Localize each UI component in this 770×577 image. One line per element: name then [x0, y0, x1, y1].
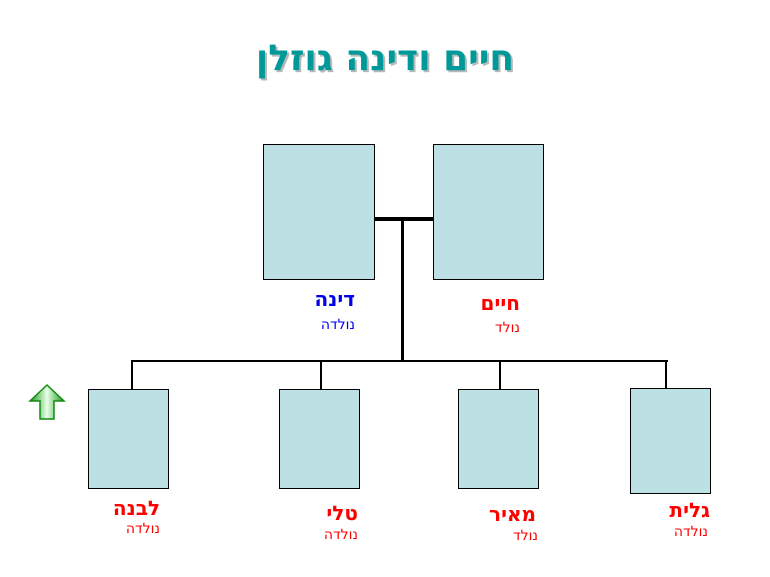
child-drop-galit	[665, 360, 667, 389]
photo-box-chaim	[433, 144, 544, 280]
photo-box-tali	[279, 389, 360, 489]
parent-name-chaim: חיים	[480, 291, 520, 315]
arrow-up-icon[interactable]	[28, 383, 66, 421]
photo-box-dina	[263, 144, 375, 280]
child-name-galit: גלית	[669, 498, 710, 522]
child-status-meir: נולד	[512, 528, 538, 544]
child-status-livna: נולדה	[125, 521, 160, 537]
page-title: חיים ודינה גוזלן	[255, 38, 515, 79]
photo-box-meir	[458, 389, 539, 489]
marriage-line	[375, 217, 433, 221]
child-status-galit: נולדה	[673, 524, 708, 540]
parent-status-dina: נולדה	[320, 317, 355, 333]
parent-name-dina: דינה	[314, 287, 355, 311]
parent-status-chaim: נולד	[494, 320, 520, 336]
child-name-meir: מאיר	[489, 502, 536, 526]
child-drop-livna	[131, 360, 133, 390]
child-drop-meir	[499, 360, 501, 390]
photo-box-galit	[630, 388, 711, 494]
child-drop-tali	[320, 360, 322, 390]
photo-box-livna	[88, 389, 169, 489]
siblings-line	[131, 360, 668, 362]
descent-line	[401, 219, 404, 362]
child-name-livna: לבנה	[112, 496, 160, 520]
child-name-tali: טלי	[326, 501, 358, 525]
child-status-tali: נולדה	[323, 527, 358, 543]
